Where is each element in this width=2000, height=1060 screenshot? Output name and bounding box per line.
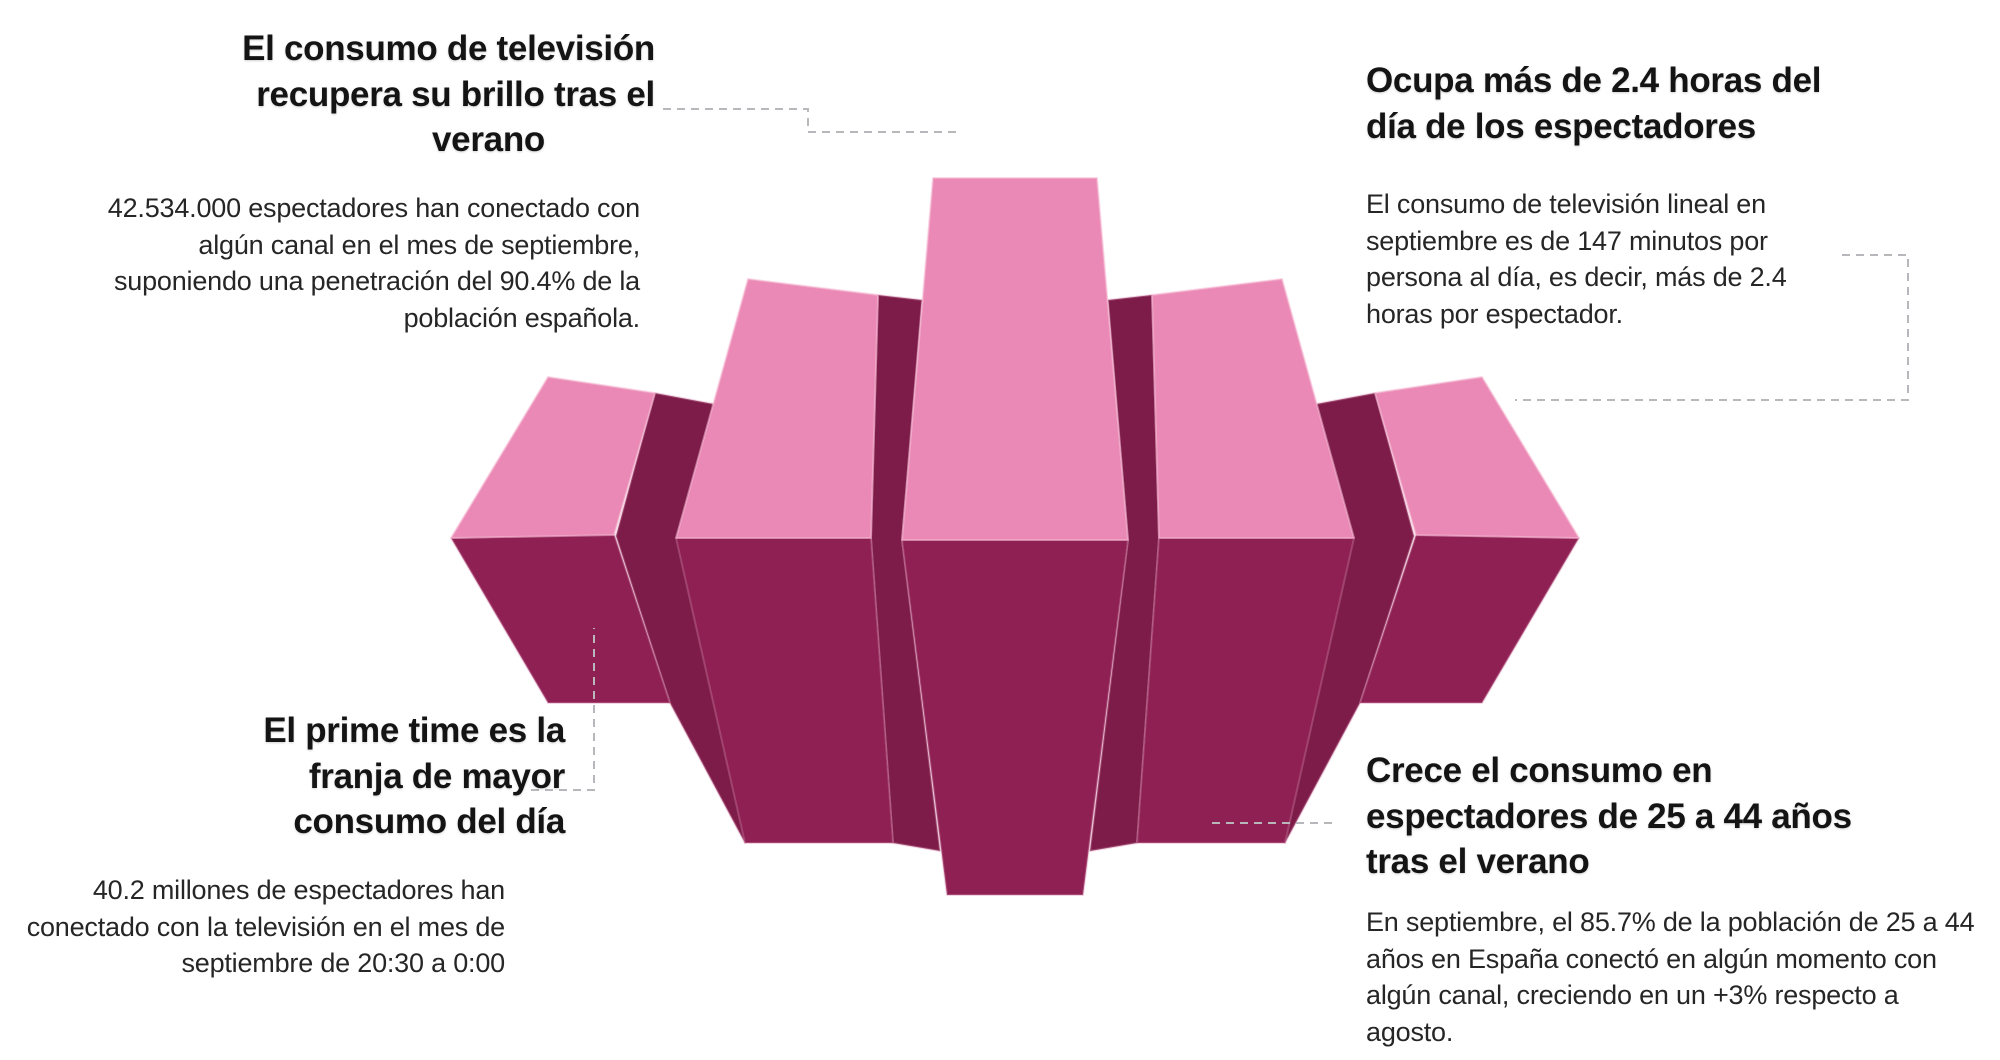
callout-bottom-left-body: 40.2 millones de espectadores han conect… xyxy=(26,875,506,979)
connector-bottom-left xyxy=(531,628,595,791)
callout-bottom-right-heading: Crece el consumo en espectadores de 25 a… xyxy=(1366,748,1996,885)
heading-line: Ocupa más de 2.4 horas del xyxy=(1366,61,1822,100)
callout-top-left-heading: El consumo de televisión recupera su bri… xyxy=(75,26,655,163)
heading-line: El consumo de televisión xyxy=(242,29,655,68)
bar4-pink-face xyxy=(1151,278,1355,539)
bar5-pink-face xyxy=(1374,376,1580,539)
connector-top-right xyxy=(1515,254,1909,401)
connector-top-left xyxy=(663,108,957,133)
heading-line: franja de mayor xyxy=(308,756,565,796)
heading-line: consumo del día xyxy=(293,802,565,841)
heading-line: Crece el consumo en xyxy=(1366,751,1713,790)
callout-bottom-left-heading: El prime time es la franja de mayor cons… xyxy=(60,708,565,845)
heading-line: espectadores de 25 a 44 años xyxy=(1366,796,1852,836)
heading-line: verano xyxy=(432,120,545,159)
bar2-pink-face xyxy=(675,278,879,539)
callout-top-right-heading: Ocupa más de 2.4 horas del día de los es… xyxy=(1366,58,1986,149)
callout-bottom-right-body: En septiembre, el 85.7% de la población … xyxy=(1366,907,1975,1048)
heading-line: recupera su brillo tras el xyxy=(256,74,655,114)
heading-line: día de los espectadores xyxy=(1366,106,1756,146)
bar1-pink-face xyxy=(450,376,656,539)
heading-line: El prime time es la xyxy=(263,711,565,750)
callout-top-right-body: El consumo de televisión lineal en septi… xyxy=(1366,189,1787,330)
heading-line: tras el verano xyxy=(1366,842,1590,881)
bar3-pink-face xyxy=(901,177,1129,541)
callout-top-left-body: 42.534.000 espectadores han conectado co… xyxy=(107,193,640,334)
